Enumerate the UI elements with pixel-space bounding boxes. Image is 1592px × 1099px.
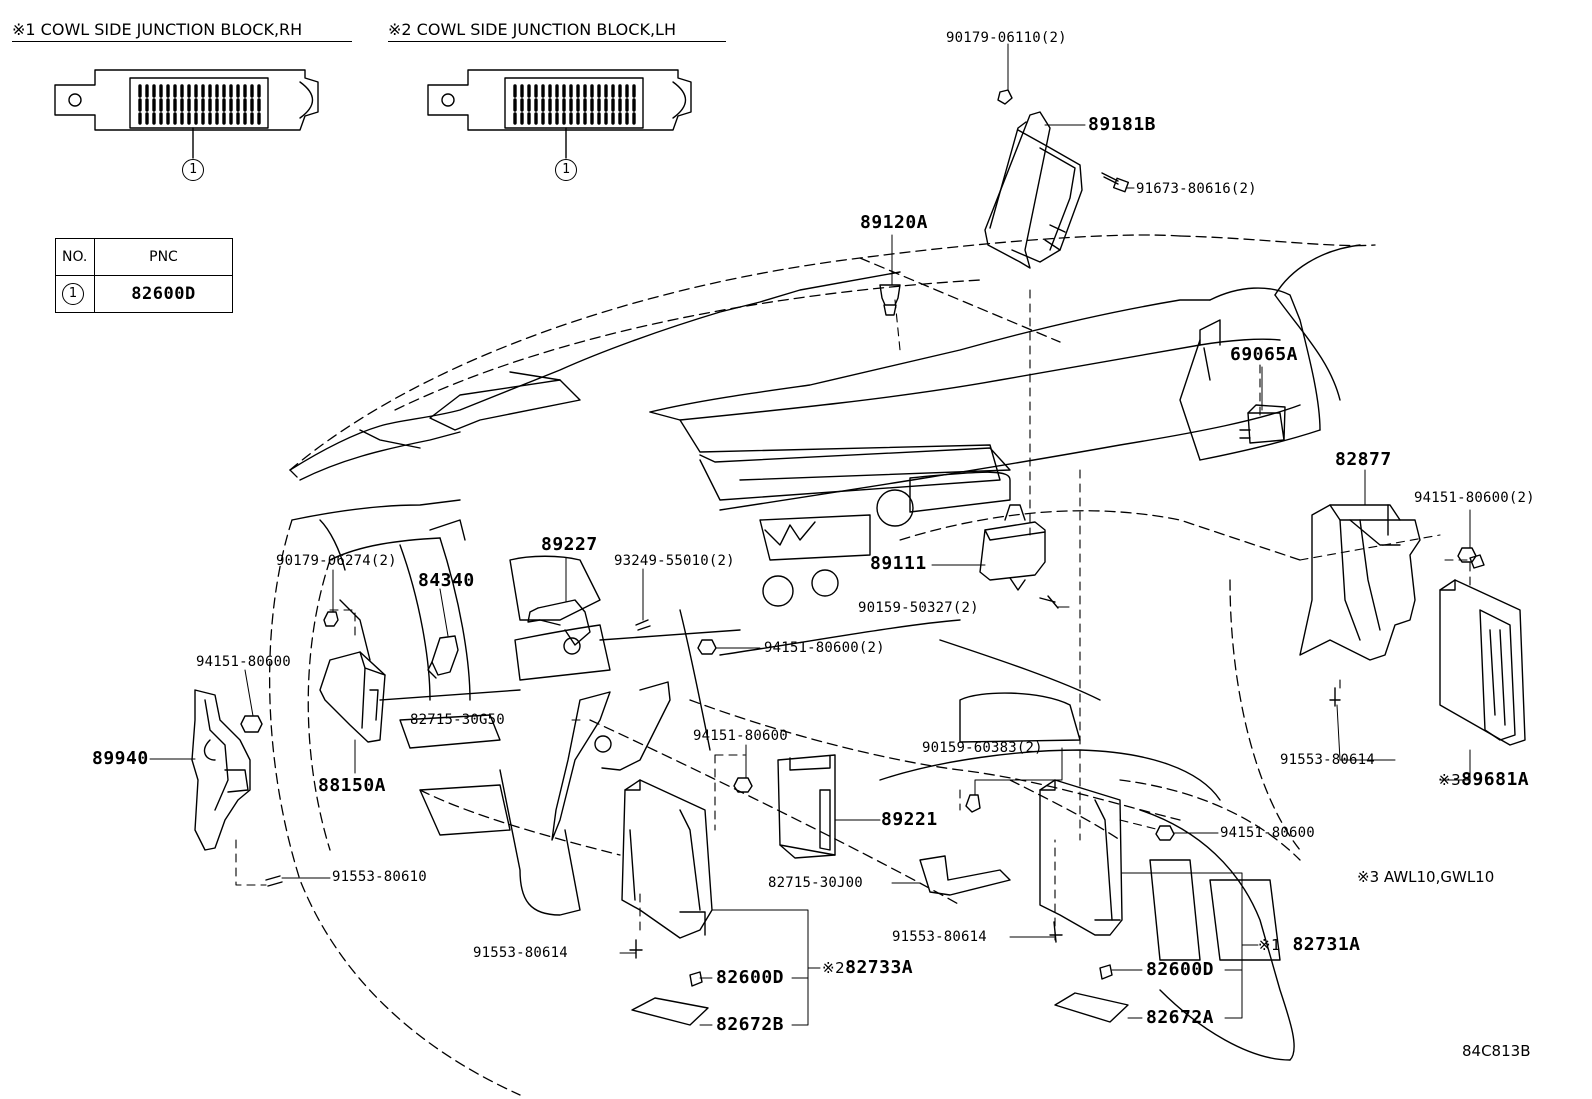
cover-82672b [631, 997, 709, 1026]
diagram-code: 84C813B [1462, 1042, 1531, 1060]
bracket-89227 [527, 599, 651, 655]
module-89111 [979, 504, 1059, 609]
note-mark-3: ※3 [1438, 771, 1462, 789]
label-89940: 89940 [92, 748, 149, 769]
label-leaders [149, 43, 1471, 1026]
note-mark-1: ※1 [1258, 936, 1282, 954]
label-89111: 89111 [870, 553, 927, 574]
label-82715-30g50: 82715-30G50 [410, 712, 505, 728]
label-90179-06110: 90179-06110(2) [946, 30, 1067, 46]
bracket-82715-30j00 [919, 855, 1011, 896]
junction-block-82731a [1039, 779, 1123, 936]
pnc-table-header-no: NO. [55, 238, 95, 276]
header-cowl-side-junction-block-rh: ※1 COWL SIDE JUNCTION BLOCK,RH [12, 20, 352, 42]
label-88150a: 88150A [318, 775, 387, 796]
label-90159-60383: 90159-60383(2) [922, 740, 1043, 756]
pnc-table: NO. PNC 1 82600D [55, 238, 233, 313]
label-82672a: 82672A [1146, 1007, 1215, 1028]
junction-block-82733a [621, 779, 713, 939]
label-82733a-text: 82733A [845, 957, 914, 978]
header-cowl-side-junction-block-lh: ※2 COWL SIDE JUNCTION BLOCK,LH [388, 20, 726, 42]
cover-82672a [1054, 992, 1129, 1023]
label-82731a-text: 82731A [1292, 934, 1361, 955]
label-82672b: 82672B [716, 1014, 785, 1035]
label-82600d-right: 82600D [1146, 959, 1215, 980]
note-awl10-gwl10: ※3 AWL10,GWL10 [1357, 868, 1495, 886]
bracket-82715-30g50 [551, 681, 671, 841]
screw-91673 [1101, 172, 1130, 193]
callout-circle-lh: 1 [555, 159, 577, 181]
label-90159-50327: 90159-50327(2) [858, 600, 979, 616]
label-94151-80600-mid2: 94151-80600(2) [764, 640, 885, 656]
pnc-table-row-pnc: 82600D [94, 275, 233, 313]
label-91553-80614-mid: 91553-80614 [892, 929, 987, 945]
label-89681a-text: 89681A [1461, 769, 1530, 790]
label-82600d-left: 82600D [716, 967, 785, 988]
pnc-table-header-pnc: PNC [94, 238, 233, 276]
label-82733a: ※282733A [822, 958, 913, 978]
label-91553-80614-right: 91553-80614 [1280, 752, 1375, 768]
assembly-leader-lines [235, 289, 1471, 941]
label-91553-80610: 91553-80610 [332, 869, 427, 885]
bracket-89940 [191, 689, 251, 851]
clip-89120a [879, 284, 901, 316]
label-94151-80600-right: 94151-80600(2) [1414, 490, 1535, 506]
note-mark-2: ※2 [822, 959, 846, 977]
dashboard-body [289, 244, 1361, 1061]
label-89221: 89221 [881, 809, 938, 830]
bracket-89181b [984, 89, 1083, 269]
label-82877: 82877 [1335, 449, 1392, 470]
label-93249-55010: 93249-55010(2) [614, 553, 735, 569]
label-94151-80600-mid: 94151-80600 [693, 728, 788, 744]
label-89120a: 89120A [860, 212, 929, 233]
label-91553-80614-left: 91553-80614 [473, 945, 568, 961]
bracket-82877 [1299, 504, 1421, 661]
pnc-row-circle: 1 [62, 283, 84, 305]
callout-circle-rh: 1 [182, 159, 204, 181]
label-82731a: ※1 82731A [1258, 935, 1361, 955]
label-89681a: ※389681A [1438, 770, 1529, 790]
label-84340: 84340 [418, 570, 475, 591]
label-89227: 89227 [541, 534, 598, 555]
label-82715-30j00: 82715-30J00 [768, 875, 863, 891]
switch-84340 [427, 635, 459, 679]
part-69065a [1239, 404, 1286, 444]
pnc-table-row-no: 1 [55, 275, 95, 313]
nuts-and-bolts [240, 547, 1477, 987]
label-90179-06274: 90179-06274(2) [276, 553, 397, 569]
junction-block-lh [427, 69, 692, 159]
junction-block-rh [54, 69, 319, 159]
label-94151-80600-left: 94151-80600 [196, 654, 291, 670]
label-89181b: 89181B [1088, 114, 1157, 135]
label-69065a: 69065A [1230, 344, 1299, 365]
module-89681a [1439, 554, 1526, 746]
label-94151-80600-bottom: 94151-80600 [1220, 825, 1315, 841]
module-88150a [319, 651, 386, 743]
label-91673-80616: 91673-80616(2) [1136, 181, 1257, 197]
ecu-89221 [777, 754, 836, 859]
